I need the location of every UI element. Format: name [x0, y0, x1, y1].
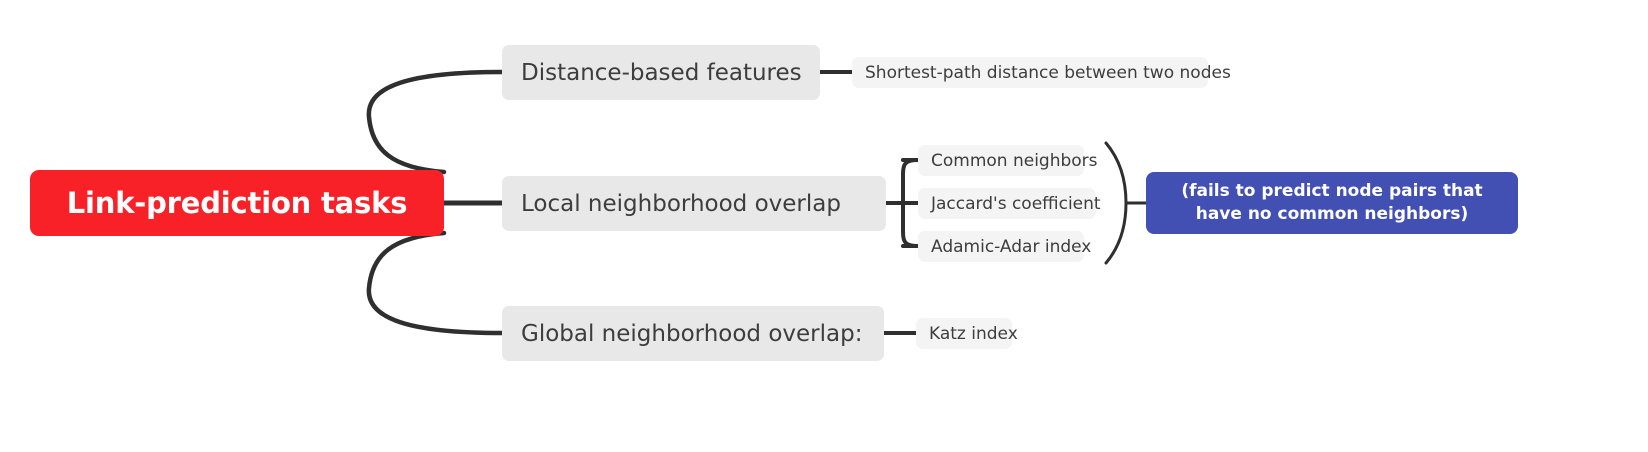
branch-node-local-neighborhood-overlap[interactable]: Local neighborhood overlap [502, 176, 886, 231]
root-node-label: Link-prediction tasks [66, 186, 408, 220]
edge-root-to-branch-1 [366, 69, 505, 175]
leaf-node-label: Common neighbors [931, 150, 1098, 171]
leaf-node-katz-index[interactable]: Katz index [916, 318, 1018, 349]
leaf-node-adamic-adar-index[interactable]: Adamic-Adar index [918, 231, 1091, 262]
branch-node-label: Local neighborhood overlap [521, 190, 841, 217]
leaf-node-label: Katz index [929, 323, 1018, 344]
leaf-node-shortest-path-distance[interactable]: Shortest-path distance between two nodes [852, 57, 1231, 88]
branch-node-distance-based-features[interactable]: Distance-based features [502, 45, 820, 100]
root-node[interactable]: Link-prediction tasks [30, 170, 444, 236]
group-brace [1104, 141, 1128, 265]
edge-root-to-branch-3 [366, 230, 505, 336]
leaf-node-label: Adamic-Adar index [931, 236, 1092, 257]
leaf-node-label: Jaccard's coefficient [931, 193, 1101, 214]
branch-node-label: Distance-based features [521, 59, 802, 86]
annotation-note-local-overlap-limitation[interactable]: (fails to predict node pairs that have n… [1146, 172, 1518, 234]
branch-node-global-neighborhood-overlap[interactable]: Global neighborhood overlap: [502, 306, 884, 361]
annotation-note-label: (fails to predict node pairs that have n… [1181, 181, 1483, 224]
leaf-node-label: Shortest-path distance between two nodes [865, 62, 1231, 83]
leaf-node-jaccards-coefficient[interactable]: Jaccard's coefficient [918, 188, 1101, 219]
leaf-node-common-neighbors[interactable]: Common neighbors [918, 145, 1098, 176]
branch-node-label: Global neighborhood overlap: [521, 320, 863, 347]
